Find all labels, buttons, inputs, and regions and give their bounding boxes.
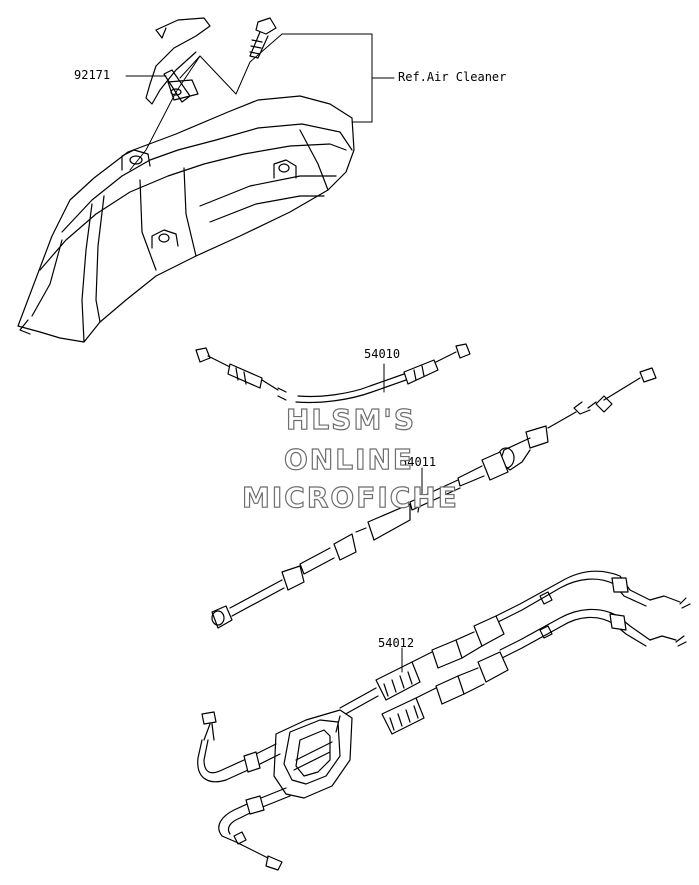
air-cleaner-housing [17,95,355,343]
ref-air-cleaner-label: Ref.Air Cleaner [398,70,507,84]
part-number-54012: 54012 [378,636,415,650]
leader-lines-top [125,33,395,171]
clip-92171 [145,17,211,105]
cable-54012-outlets [197,711,341,871]
cable-54011 [211,367,657,629]
cable-54012-upper [339,570,691,717]
part-number-92171: 92171 [74,68,111,82]
leader-lines-cables [383,363,423,673]
watermark-line-1: HLSM'S [285,403,417,436]
watermark-line-2: ONLINE [283,443,415,476]
cable-54010 [195,343,471,404]
cable-junction-block [273,709,353,799]
part-number-54010: 54010 [364,347,401,361]
bolt [249,17,277,59]
watermark-line-3: MICROFICHE [241,481,459,514]
part-number-54011: 54011 [400,455,437,469]
cable-54012-lower [381,608,687,735]
